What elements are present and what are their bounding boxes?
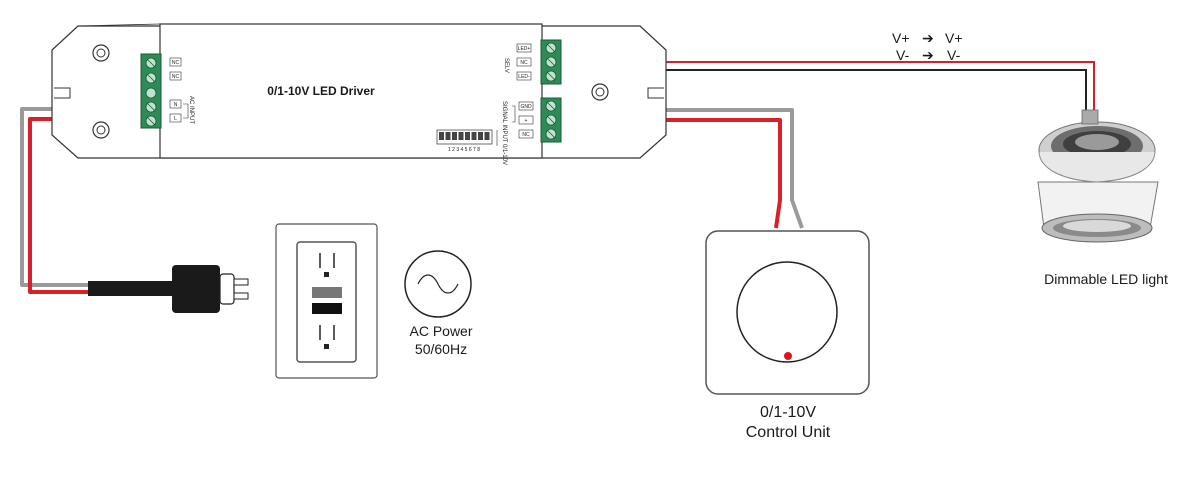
terminal-label-gnd: GND xyxy=(520,104,532,110)
vplus-arrow: ➔ xyxy=(922,30,934,46)
vminus-arrow: ➔ xyxy=(922,47,934,63)
dim-neutral-wire xyxy=(560,108,804,229)
dimmable-led-light-icon xyxy=(1037,109,1159,243)
led-light-label: Dimmable LED light xyxy=(1044,271,1168,287)
dip-switch-numbers: 1 2 3 4 5 6 7 8 xyxy=(448,147,480,153)
terminal-label-nc-dim: NC xyxy=(522,132,530,138)
dimmer-control-unit xyxy=(705,230,870,395)
terminal-label-plus: + xyxy=(525,118,528,124)
terminal-label-nc-out: NC xyxy=(520,60,528,66)
vplus-left: V+ xyxy=(892,30,910,46)
dip-switch xyxy=(436,129,493,145)
control-unit-label-1: 0/1-10V xyxy=(760,404,816,421)
screw-hole-icon xyxy=(92,121,110,139)
dim-terminal-block xyxy=(540,97,562,143)
vminus-left: V- xyxy=(896,47,910,63)
control-unit-label-2: Control Unit xyxy=(746,424,831,441)
terminal-label-led-plus: LED+ xyxy=(518,46,531,52)
driver-title: 0/1-10V LED Driver xyxy=(267,84,375,98)
terminal-label-n: N xyxy=(174,102,178,108)
signal-input-label: SIGNAL INPUT 0/1-10V xyxy=(501,101,507,165)
vminus-right: V- xyxy=(947,47,961,63)
output-terminal-block xyxy=(540,39,562,85)
vplus-right: V+ xyxy=(945,30,963,46)
terminal-label-l: L xyxy=(174,116,177,122)
dimmer-knob-icon xyxy=(736,261,838,363)
terminal-label-nc-1: NC xyxy=(172,60,180,66)
voltage-legend: V+ ➔ V+ V- ➔ V- xyxy=(892,30,963,63)
ac-input-terminal-block xyxy=(140,53,162,129)
screw-hole-icon xyxy=(92,44,110,62)
terminal-label-nc-2: NC xyxy=(172,74,180,80)
wall-outlet-icon xyxy=(275,223,378,379)
terminal-label-led-minus: LED- xyxy=(518,74,530,80)
ac-input-label: AC INPUT xyxy=(188,96,194,124)
screw-hole-icon xyxy=(591,83,609,101)
ac-frequency-label: 50/60Hz xyxy=(415,341,467,357)
led-driver: NC NC N L AC INPUT 0/1-10V LED Driver 1 … xyxy=(51,23,667,165)
ac-sine-wave-icon xyxy=(404,250,472,318)
power-plug-icon xyxy=(88,265,249,313)
dim-live-wire xyxy=(560,118,782,229)
ac-power-label: AC Power xyxy=(409,323,472,339)
selv-label: SELV xyxy=(503,58,509,73)
